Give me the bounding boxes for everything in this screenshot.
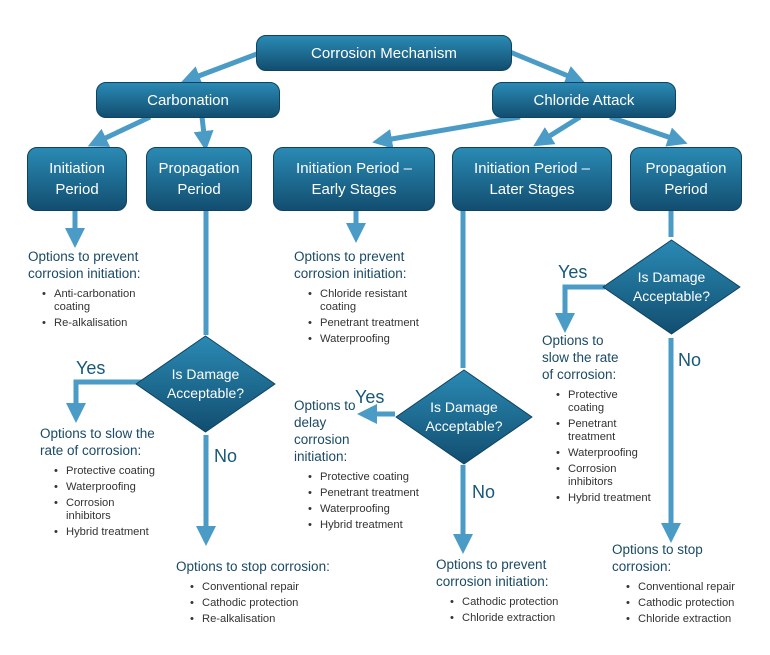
node-label: Propagation Period: [645, 160, 727, 198]
node-carbonation-initiation: Initiation Period: [27, 147, 127, 211]
options-title: Options to prevent corrosion initiation:: [28, 249, 141, 281]
options-chloride-stop: Options to stop corrosion: Conventional …: [612, 541, 760, 629]
options-chloride-slow: Options to slow the rate of corrosion: P…: [542, 332, 652, 508]
list-item: Anti-carbonation coating: [28, 288, 168, 314]
arrow-chloride-early: [372, 114, 521, 149]
list-item: Penetrant treatment: [294, 317, 444, 330]
list-item: Protective coating: [40, 465, 170, 478]
list-item: Corrosion inhibitors: [40, 497, 126, 523]
list-item: Waterproofing: [294, 503, 444, 516]
list-item: Cathodic protection: [176, 597, 376, 610]
node-label: Initiation Period – Later Stages: [474, 160, 590, 198]
node-chloride-propagation: Propagation Period: [630, 147, 742, 211]
options-list: Chloride resistant coating Penetrant tre…: [294, 288, 444, 346]
arrow-carbonation-initiation: [87, 114, 152, 147]
no-label: No: [472, 482, 496, 502]
list-item: Hybrid treatment: [40, 526, 170, 539]
diamond-shape: [135, 335, 276, 433]
node-carbonation-propagation: Propagation Period: [146, 147, 252, 211]
diamond-shape: [395, 369, 533, 465]
list-item: Chloride extraction: [436, 612, 576, 625]
list-item: Chloride extraction: [612, 613, 760, 626]
diamond-shape: [602, 239, 741, 335]
node-carbonation: Carbonation: [96, 82, 280, 118]
list-item: Re-alkalisation: [28, 317, 168, 330]
arrow-chloride-later: [533, 114, 582, 147]
list-item: Cathodic protection: [436, 596, 576, 609]
list-item: Conventional repair: [612, 581, 760, 594]
options-later-prevent: Options to prevent corrosion initiation:…: [436, 556, 576, 628]
options-list: Protective coating Penetrant treatment W…: [542, 389, 652, 505]
list-item: Penetrant treatment: [542, 418, 622, 444]
decision-label: Is Damage Acceptable?: [425, 399, 503, 434]
options-title: Options to stop corrosion:: [176, 559, 330, 574]
list-item: Waterproofing: [294, 333, 444, 346]
options-list: Cathodic protection Chloride extraction: [436, 596, 576, 625]
no-label: No: [214, 446, 238, 466]
list-item: Chloride resistant coating: [294, 288, 444, 314]
arrow-yes-3: [555, 284, 605, 333]
list-item: Hybrid treatment: [542, 492, 652, 505]
decision-damage-acceptable-3: Is Damage Acceptable?: [600, 237, 743, 337]
node-label: Chloride Attack: [533, 91, 635, 109]
node-label: Carbonation: [147, 91, 229, 109]
node-label: Initiation Period – Early Stages: [296, 160, 412, 198]
options-title: Options to delay corrosion initiation:: [294, 398, 356, 464]
options-title: Options to stop corrosion:: [612, 542, 703, 574]
arrow-yes-1: [66, 379, 145, 423]
list-item: Penetrant treatment: [294, 487, 444, 500]
list-item: Protective coating: [294, 471, 444, 484]
options-carbonation-prevent: Options to prevent corrosion initiation:…: [28, 248, 168, 333]
options-list: Conventional repair Cathodic protection …: [176, 581, 376, 626]
arrow-root-carbonation: [180, 49, 263, 86]
node-label: Propagation Period: [158, 160, 240, 198]
list-item: Waterproofing: [542, 447, 652, 460]
list-item: Re-alkalisation: [176, 613, 376, 626]
yes-label: Yes: [558, 262, 588, 282]
options-title: Options to prevent corrosion initiation:: [294, 249, 407, 281]
node-label: Initiation Period: [49, 160, 105, 198]
options-carbonation-stop: Options to stop corrosion: Conventional …: [176, 558, 376, 629]
options-carbonation-slow: Options to slow the rate of corrosion: P…: [40, 425, 170, 542]
options-list: Protective coating Penetrant treatment W…: [294, 471, 444, 532]
options-list: Anti-carbonation coating Re-alkalisation: [28, 288, 168, 330]
list-item: Conventional repair: [176, 581, 376, 594]
node-corrosion-mechanism: Corrosion Mechanism: [256, 35, 512, 71]
options-title: Options to slow the rate of corrosion:: [542, 333, 619, 382]
arrow-root-chloride: [509, 49, 586, 85]
decision-damage-acceptable-1: Is Damage Acceptable?: [133, 333, 278, 435]
arrow-carbonation-propagation: [193, 116, 214, 151]
options-title: Options to slow the rate of corrosion:: [40, 426, 155, 458]
options-title: Options to prevent corrosion initiation:: [436, 557, 549, 589]
node-chloride-initiation-early: Initiation Period – Early Stages: [273, 147, 435, 211]
list-item: Waterproofing: [40, 481, 170, 494]
options-list: Conventional repair Cathodic protection …: [612, 581, 760, 626]
yes-label: Yes: [76, 358, 106, 378]
options-list: Protective coating Waterproofing Corrosi…: [40, 465, 170, 539]
node-label: Corrosion Mechanism: [311, 44, 457, 62]
yes-label: Yes: [355, 387, 385, 407]
list-item: Corrosion inhibitors: [542, 463, 622, 489]
options-later-delay: Options to delay corrosion initiation: P…: [294, 397, 419, 535]
no-label: No: [678, 350, 702, 370]
list-item: Hybrid treatment: [294, 519, 444, 532]
node-chloride-attack: Chloride Attack: [492, 82, 676, 118]
options-early-prevent: Options to prevent corrosion initiation:…: [294, 248, 444, 349]
list-item: Protective coating: [542, 389, 622, 415]
list-item: Cathodic protection: [612, 597, 760, 610]
node-chloride-initiation-later: Initiation Period – Later Stages: [452, 147, 612, 211]
arrow-chloride-propagation: [609, 114, 688, 147]
decision-damage-acceptable-2: Is Damage Acceptable?: [393, 367, 535, 467]
decision-label: Is Damage Acceptable?: [166, 366, 245, 401]
decision-label: Is Damage Acceptable?: [632, 269, 711, 304]
